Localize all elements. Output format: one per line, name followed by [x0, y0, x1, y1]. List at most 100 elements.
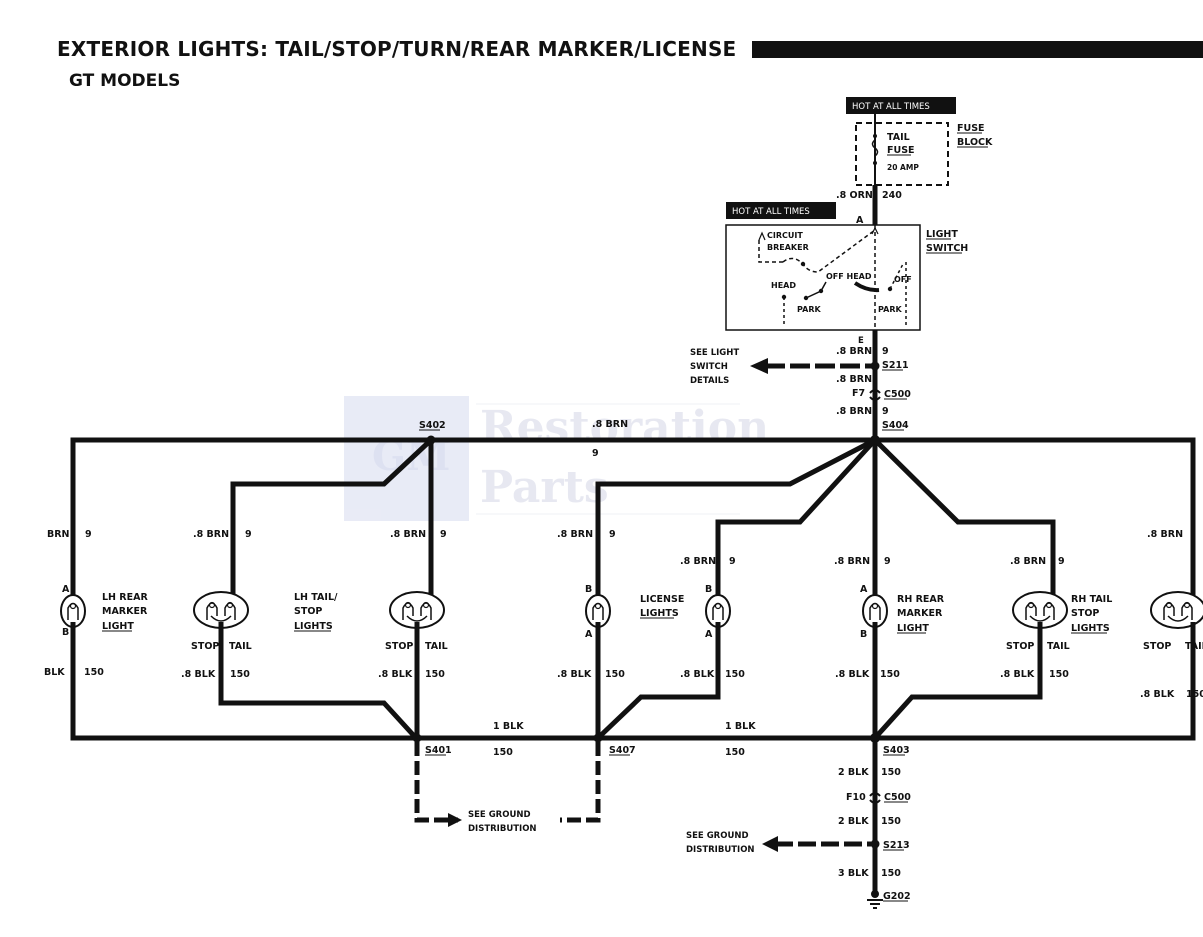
svg-text:.8 BRN: .8 BRN [836, 406, 872, 417]
see-ground-distribution-2: SEE GROUND DISTRIBUTION [686, 831, 871, 855]
rh-rear-marker-label: RH REAR MARKER LIGHT [897, 594, 945, 634]
svg-text:TAIL: TAIL [425, 641, 448, 652]
svg-text:TAIL: TAIL [887, 132, 910, 143]
svg-text:150: 150 [881, 868, 901, 879]
svg-text:TAIL: TAIL [229, 641, 252, 652]
svg-text:DISTRIBUTION: DISTRIBUTION [468, 824, 537, 834]
lh-rear-marker-label: LH REAR MARKER LIGHT [102, 592, 148, 632]
license-lights-label: LICENSE LIGHTS [640, 594, 684, 619]
see-light-switch-details: SEE LIGHT SWITCH DETAILS [690, 348, 872, 386]
svg-text:SWITCH: SWITCH [690, 362, 728, 372]
svg-text:S404: S404 [882, 420, 909, 431]
svg-text:150: 150 [84, 667, 104, 678]
lh-rear-marker-lamp [60, 594, 86, 628]
svg-text:LH REAR: LH REAR [102, 592, 148, 603]
svg-text:STOP: STOP [294, 606, 322, 617]
svg-text:.8 BRN: .8 BRN [193, 529, 229, 540]
svg-text:LIGHTS: LIGHTS [640, 608, 679, 619]
svg-text:1 BLK: 1 BLK [493, 721, 524, 732]
svg-text:STOP: STOP [1071, 608, 1099, 619]
lamps [60, 591, 1203, 629]
svg-text:HEAD: HEAD [771, 281, 796, 290]
svg-text:LIGHT: LIGHT [926, 229, 958, 240]
svg-text:.8 BRN: .8 BRN [834, 556, 870, 567]
watermark: GM Restoration Parts [344, 396, 769, 521]
svg-text:B: B [585, 584, 592, 595]
page-title: EXTERIOR LIGHTS: TAIL/STOP/TURN/REAR MAR… [57, 37, 737, 61]
svg-text:150: 150 [1186, 689, 1203, 700]
svg-text:HOT AT ALL TIMES: HOT AT ALL TIMES [852, 102, 930, 112]
svg-text:.8 BLK: .8 BLK [181, 669, 216, 680]
svg-text:.8 ORN: .8 ORN [836, 190, 873, 201]
svg-text:SEE GROUND: SEE GROUND [468, 810, 531, 820]
svg-text:2 BLK: 2 BLK [838, 816, 869, 827]
svg-text:MARKER: MARKER [102, 606, 148, 617]
svg-text:.8 BRN: .8 BRN [836, 374, 872, 385]
svg-text:150: 150 [725, 747, 745, 758]
svg-text:9: 9 [609, 529, 616, 540]
svg-text:A: A [62, 584, 70, 595]
svg-text:.8 BRN: .8 BRN [592, 419, 628, 430]
svg-text:150: 150 [880, 669, 900, 680]
svg-text:LIGHTS: LIGHTS [1071, 623, 1110, 634]
svg-text:A: A [860, 584, 868, 595]
svg-text:LIGHT: LIGHT [102, 621, 134, 632]
svg-text:9: 9 [245, 529, 252, 540]
svg-text:.8 BRN: .8 BRN [1010, 556, 1046, 567]
svg-text:STOP: STOP [191, 641, 219, 652]
svg-text:MARKER: MARKER [897, 608, 943, 619]
lh-tail-stop-label: LH TAIL/ STOP LIGHTS [294, 592, 338, 632]
svg-text:9: 9 [85, 529, 92, 540]
svg-text:.8 BLK: .8 BLK [1140, 689, 1175, 700]
watermark-line1: Restoration [480, 402, 769, 453]
svg-text:C500: C500 [884, 792, 911, 803]
svg-text:FUSE: FUSE [957, 123, 985, 134]
svg-text:150: 150 [881, 816, 901, 827]
svg-text:DISTRIBUTION: DISTRIBUTION [686, 845, 755, 855]
svg-text:2 BLK: 2 BLK [838, 767, 869, 778]
svg-text:BREAKER: BREAKER [767, 243, 809, 252]
ground-bus [70, 622, 1196, 892]
rh-tail-stop-label: RH TAIL STOP LIGHTS [1071, 594, 1112, 634]
license-lamp-left [585, 594, 611, 628]
svg-text:TAIL: TAIL [1047, 641, 1070, 652]
svg-text:A: A [585, 629, 593, 640]
svg-text:LH TAIL/: LH TAIL/ [294, 592, 338, 603]
svg-text:.8 BLK: .8 BLK [1000, 669, 1035, 680]
svg-text:S403: S403 [883, 745, 910, 756]
svg-text:.8 BLK: .8 BLK [680, 669, 715, 680]
svg-text:150: 150 [881, 767, 901, 778]
svg-text:150: 150 [493, 747, 513, 758]
fuse-block: HOT AT ALL TIMES TAIL FUSE 20 AMP FUSE B… [846, 97, 993, 186]
svg-text:STOP: STOP [1143, 641, 1171, 652]
svg-text:A: A [856, 215, 864, 226]
svg-text:LICENSE: LICENSE [640, 594, 684, 605]
svg-text:.8 BRN: .8 BRN [390, 529, 426, 540]
hot-label-2 [726, 202, 836, 219]
svg-text:SEE LIGHT: SEE LIGHT [690, 348, 739, 358]
svg-text:9: 9 [884, 556, 891, 567]
svg-text:9: 9 [1058, 556, 1065, 567]
svg-text:240: 240 [882, 190, 902, 201]
svg-text:150: 150 [1049, 669, 1069, 680]
svg-text:F10: F10 [846, 792, 866, 803]
svg-text:STOP: STOP [1006, 641, 1034, 652]
svg-text:B: B [705, 584, 712, 595]
svg-text:BRN: BRN [47, 529, 70, 540]
watermark-line2: Parts [480, 462, 609, 513]
svg-text:9: 9 [882, 346, 889, 357]
page-subtitle: GT MODELS [69, 71, 181, 91]
svg-text:SWITCH: SWITCH [926, 243, 968, 254]
svg-text:PARK: PARK [797, 305, 821, 314]
ground-g202 [867, 890, 883, 909]
svg-text:E: E [858, 336, 864, 346]
svg-text:150: 150 [230, 669, 250, 680]
svg-text:A: A [705, 629, 713, 640]
svg-text:RH TAIL: RH TAIL [1071, 594, 1112, 605]
svg-text:F7: F7 [852, 388, 865, 399]
svg-text:RH REAR: RH REAR [897, 594, 945, 605]
svg-text:9: 9 [440, 529, 447, 540]
svg-text:1 BLK: 1 BLK [725, 721, 756, 732]
svg-text:OFF HEAD: OFF HEAD [826, 272, 872, 281]
